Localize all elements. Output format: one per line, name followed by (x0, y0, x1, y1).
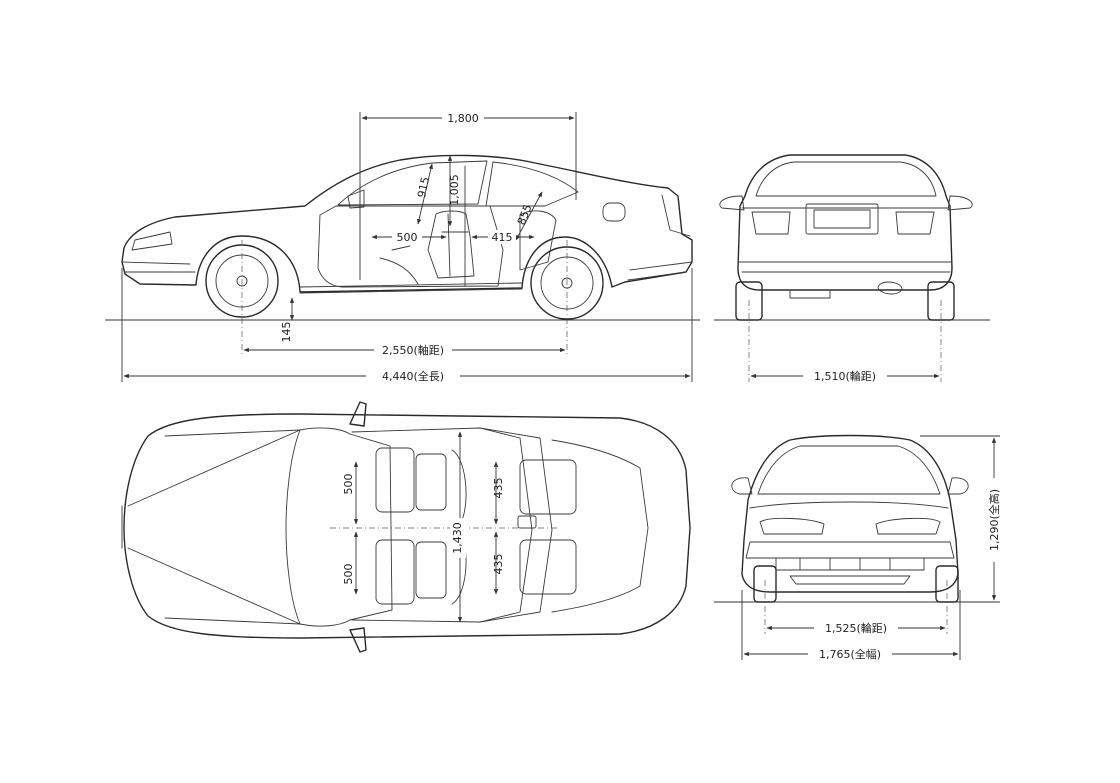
dim-label-435-top: 435 (492, 478, 505, 499)
front-windshield (757, 445, 941, 495)
top-mirror-bottom (349, 627, 367, 653)
front-bumper (745, 541, 955, 559)
dim-label-1005: 1,005 (448, 174, 461, 206)
rear-lamp-right (895, 211, 935, 235)
front-mirror-left (731, 477, 753, 495)
dim-label-length: 4,440(全長) (382, 369, 444, 383)
front-headlamp-left (759, 517, 825, 535)
side-sill (299, 282, 523, 294)
rear-tire-right (927, 281, 955, 321)
dim-label-435-bottom: 435 (492, 554, 505, 575)
dim-label-145: 145 (280, 322, 293, 343)
rear-mirror-right (947, 195, 973, 211)
dim-label-500-side: 500 (397, 231, 418, 244)
rear-window (755, 161, 937, 197)
rear-muffler (877, 281, 903, 295)
top-seats (375, 447, 577, 605)
front-mirror-right (947, 477, 969, 495)
dim-label-915: 915 (415, 176, 432, 199)
side-view: 1,800 1,005 915 855 500 415 145 2,550(軸距… (105, 110, 700, 383)
dim-label-415: 415 (492, 231, 513, 244)
rear-mirror-left (719, 195, 745, 211)
dim-label-1430: 1,430 (451, 522, 464, 554)
dim-label-rear-track: 1,510(輪距) (814, 369, 876, 383)
dim-label-500-top: 500 (342, 474, 355, 495)
side-door (317, 205, 504, 288)
side-rear-window (485, 161, 579, 207)
top-hood (127, 429, 301, 625)
dim-label-1800: 1,800 (447, 112, 479, 125)
front-view: 1,290(全高) 1,525(輪距) 1,765(全幅) (714, 434, 1002, 661)
front-headlamp-right (875, 517, 941, 535)
dim-label-front-track: 1,525(輪距) (825, 621, 887, 635)
side-fuel-lid (602, 202, 626, 222)
rear-tire-left (735, 281, 763, 321)
dim-label-500-bottom: 500 (342, 564, 355, 585)
top-windshield (285, 427, 393, 627)
dim-label-height: 1,290(全高) (987, 489, 1001, 551)
top-body-outline (123, 413, 691, 639)
side-mirror (347, 189, 365, 209)
top-view: 500 500 1,430 435 435 (121, 401, 691, 653)
rear-body-outline (737, 154, 953, 291)
dim-label-width: 1,765(全幅) (819, 647, 881, 661)
rear-view: 1,510(輪距) (714, 154, 990, 383)
rear-plate (805, 203, 879, 235)
top-mirror-top (349, 401, 367, 427)
dim-label-wheelbase: 2,550(軸距) (382, 343, 444, 357)
rear-lamp-left (751, 211, 791, 235)
side-front-seat (427, 210, 475, 279)
front-body-outline (741, 434, 959, 593)
side-headlamp (131, 231, 173, 251)
